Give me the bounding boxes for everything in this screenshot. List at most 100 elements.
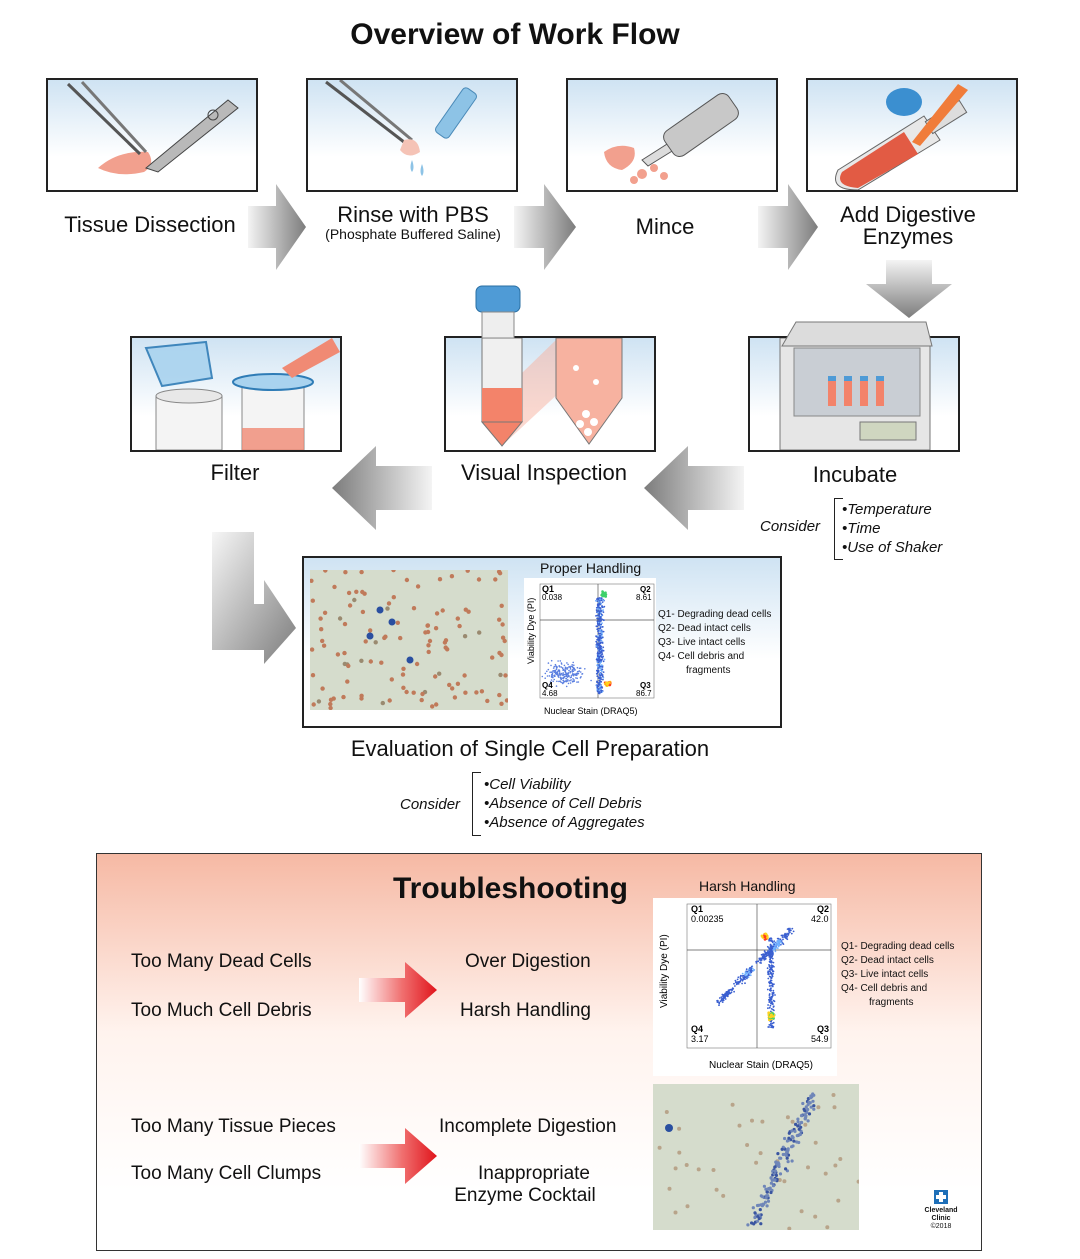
density-dot	[771, 1026, 773, 1029]
harsh-scatter-plot: Viability Dye (PI) Q1 0.00235 Q2 42.0 Q4…	[659, 903, 832, 1071]
density-dot	[555, 667, 558, 669]
density-dot	[541, 675, 544, 678]
density-dot	[603, 594, 606, 597]
density-dot	[774, 950, 777, 953]
density-dot	[395, 620, 400, 625]
density-dot	[755, 1219, 760, 1223]
density-dot	[601, 594, 604, 598]
density-dot	[547, 662, 550, 664]
density-dot	[574, 673, 577, 675]
density-dot	[718, 997, 721, 999]
density-dot	[771, 965, 773, 968]
density-dot	[773, 940, 776, 942]
density-dot	[570, 679, 572, 681]
density-dot	[455, 616, 460, 621]
density-dot	[596, 675, 599, 678]
density-dot	[787, 1226, 792, 1230]
density-dot	[598, 679, 601, 682]
density-dot	[734, 985, 736, 987]
density-dot	[598, 659, 600, 662]
density-dot	[777, 1178, 782, 1182]
cause-line: Enzyme Cocktail	[454, 1185, 596, 1206]
density-dot	[600, 610, 603, 612]
density-dot	[497, 692, 502, 698]
density-dot	[575, 674, 578, 677]
density-dot	[749, 974, 752, 977]
density-dot	[567, 674, 570, 677]
density-dot	[602, 649, 605, 652]
density-dot	[761, 935, 765, 939]
density-dot	[773, 943, 776, 946]
density-dot	[809, 1096, 813, 1100]
density-dot	[569, 670, 572, 673]
density-dot	[601, 668, 604, 671]
density-dot	[768, 968, 771, 971]
rinse-panel	[306, 78, 518, 192]
density-dot	[780, 1147, 784, 1151]
density-dot	[598, 682, 600, 685]
density-dot	[601, 641, 604, 644]
density-dot	[767, 1011, 771, 1015]
density-dot	[745, 1143, 750, 1147]
density-dot	[771, 1022, 774, 1025]
density-dot	[766, 1199, 771, 1203]
density-dot	[746, 972, 749, 974]
density-dot	[677, 1150, 682, 1155]
density-dot	[440, 608, 445, 613]
density-dot	[573, 679, 575, 681]
density-dot	[677, 1126, 682, 1131]
density-dot	[785, 937, 788, 940]
density-dot	[596, 625, 599, 628]
density-dot	[736, 978, 739, 981]
density-dot	[576, 672, 578, 675]
density-dot	[762, 1184, 766, 1188]
density-dot	[768, 982, 771, 985]
density-dot	[785, 1150, 789, 1154]
density-dot	[721, 993, 724, 996]
density-dot	[596, 617, 598, 620]
density-dot	[790, 1145, 794, 1149]
density-dot	[714, 1187, 719, 1192]
density-dot	[772, 945, 774, 948]
density-dot	[401, 666, 406, 671]
density-dot	[550, 671, 553, 673]
density-dot	[598, 676, 601, 679]
density-dot	[751, 1206, 755, 1210]
density-dot	[734, 979, 737, 982]
density-dot	[566, 662, 568, 664]
density-dot	[806, 1107, 810, 1112]
density-dot	[552, 676, 554, 679]
density-dot	[562, 682, 564, 685]
density-dot	[379, 660, 384, 665]
q2-value: 42.0	[811, 914, 829, 924]
density-dot	[771, 939, 773, 942]
density-dot	[684, 1163, 689, 1167]
density-dot	[770, 985, 772, 987]
density-dot	[756, 960, 758, 963]
arrow-right-icon	[514, 184, 576, 270]
density-dot	[385, 606, 390, 611]
cause-item: Over Digestion	[465, 951, 591, 972]
density-dot	[781, 936, 784, 938]
proper-legend: Q1- Degrading dead cells Q2- Dead intact…	[658, 608, 771, 678]
density-dot	[720, 998, 723, 1000]
evaluation-title: Evaluation of Single Cell Preparation	[350, 736, 710, 761]
density-dot	[598, 639, 601, 642]
density-dot	[550, 659, 553, 662]
density-dot	[389, 677, 394, 682]
density-dot	[415, 584, 421, 589]
density-dot	[414, 661, 420, 667]
density-dot	[731, 988, 734, 991]
density-dot	[599, 647, 602, 650]
density-dot	[598, 635, 601, 637]
density-dot	[600, 661, 602, 663]
density-dot	[728, 992, 731, 994]
density-dot	[724, 998, 727, 1000]
q4-value: 3.17	[691, 1034, 709, 1044]
q3-value: 86.7	[636, 689, 652, 698]
density-dot	[497, 617, 502, 622]
density-dot	[596, 598, 598, 600]
density-dot	[750, 965, 753, 968]
density-dot	[769, 1181, 773, 1185]
density-dot	[360, 589, 365, 595]
